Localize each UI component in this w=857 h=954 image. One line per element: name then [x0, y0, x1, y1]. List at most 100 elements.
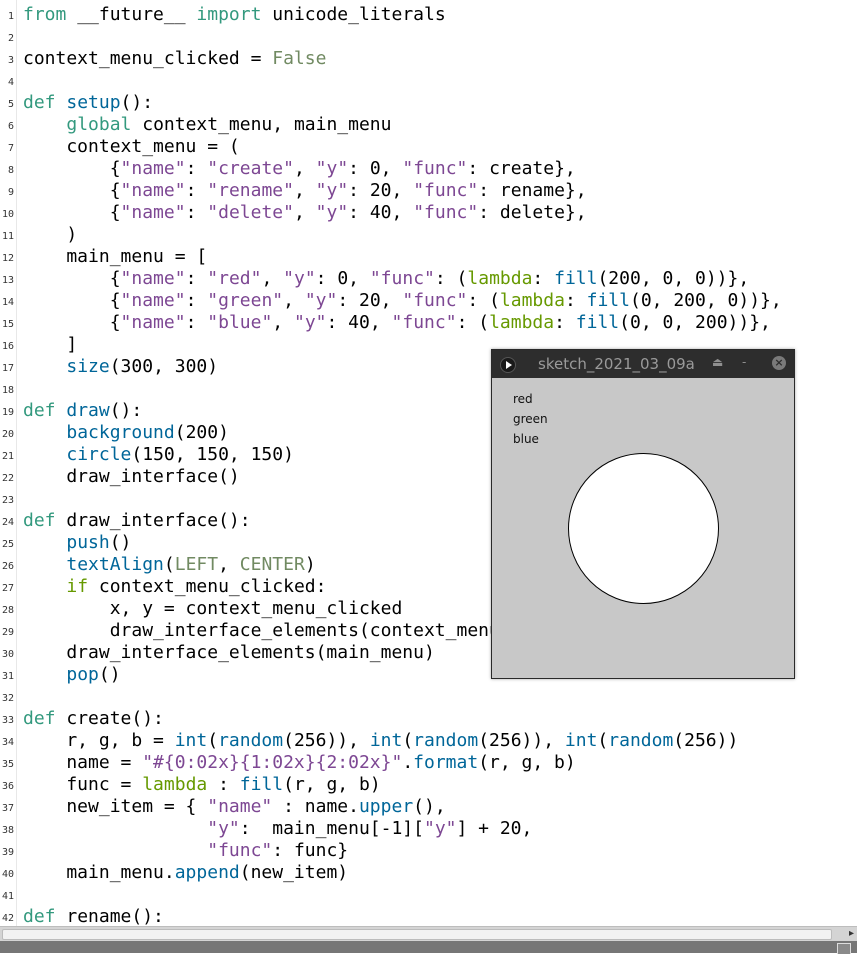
code-line[interactable]: 39 "func": func}	[0, 840, 857, 862]
code-token: {	[23, 158, 121, 179]
code-token: ()	[109, 532, 132, 553]
scroll-right-arrow-icon[interactable]: ▸	[848, 928, 854, 939]
code-text: global context_menu, main_menu	[23, 115, 391, 135]
line-number: 32	[1, 693, 14, 704]
code-token: False	[272, 48, 327, 69]
console-toggle-icon[interactable]	[837, 943, 851, 954]
code-token: (	[163, 554, 175, 575]
code-line[interactable]: 11 )	[0, 224, 857, 246]
code-token: "func"	[402, 158, 468, 179]
code-token: )	[304, 554, 316, 575]
code-line[interactable]: 2	[0, 26, 857, 48]
code-line[interactable]: 4	[0, 70, 857, 92]
line-number: 15	[1, 319, 14, 330]
play-icon[interactable]	[500, 357, 516, 373]
sketch-canvas[interactable]: red green blue	[492, 378, 794, 678]
shade-icon[interactable]: ⏏	[712, 355, 724, 369]
line-number: 27	[1, 583, 14, 594]
line-number: 40	[1, 869, 14, 880]
menu-item-red[interactable]: red	[513, 392, 533, 406]
code-token: ()	[98, 664, 121, 685]
sketch-window[interactable]: sketch_2021_03_09a ⏏ - × red green blue	[491, 349, 795, 679]
scrollbar-thumb[interactable]	[2, 929, 832, 940]
code-line[interactable]: 16 ]	[0, 334, 857, 356]
code-token: name =	[23, 752, 143, 773]
code-text: context_menu = (	[23, 137, 239, 157]
code-text: circle(150, 150, 150)	[23, 445, 294, 465]
code-line[interactable]: 18	[0, 378, 857, 400]
line-number: 20	[1, 429, 14, 440]
code-token: CENTER	[239, 554, 305, 575]
horizontal-scrollbar[interactable]: ▸	[0, 926, 857, 941]
line-number: 28	[1, 605, 14, 616]
code-token: : func}	[272, 840, 349, 861]
code-token: "y"	[304, 290, 338, 311]
code-token: (),	[413, 796, 446, 817]
code-line[interactable]: 26 textAlign(LEFT, CENTER)	[0, 554, 857, 576]
code-token: append	[174, 862, 240, 883]
code-line[interactable]: 30 draw_interface_elements(main_menu)	[0, 642, 857, 664]
code-line[interactable]: 13 {"name": "red", "y": 0, "func": (lamb…	[0, 268, 857, 290]
code-line[interactable]: 34 r, g, b = int(random(256)), int(rando…	[0, 730, 857, 752]
line-number: 22	[1, 473, 14, 484]
code-line[interactable]: 17 size(300, 300)	[0, 356, 857, 378]
code-line[interactable]: 6 global context_menu, main_menu	[0, 114, 857, 136]
code-line[interactable]: 37 new_item = { "name" : name.upper(),	[0, 796, 857, 818]
code-token: "name"	[120, 312, 186, 333]
sketch-titlebar[interactable]: sketch_2021_03_09a ⏏ - ×	[492, 350, 794, 378]
code-token: func =	[23, 774, 143, 795]
code-token: x, y = context_menu_clicked	[23, 598, 403, 619]
code-token: "y"	[207, 818, 240, 839]
code-token: (256)),	[283, 730, 370, 751]
code-token: "y"	[315, 202, 349, 223]
menu-item-blue[interactable]: blue	[513, 432, 539, 446]
code-token	[23, 576, 66, 597]
code-line[interactable]: 8 {"name": "create", "y": 0, "func": cre…	[0, 158, 857, 180]
code-token	[23, 114, 66, 135]
code-line[interactable]: 10 {"name": "delete", "y": 40, "func": d…	[0, 202, 857, 224]
code-line[interactable]: 36 func = lambda : fill(r, g, b)	[0, 774, 857, 796]
code-token: "name"	[120, 180, 186, 201]
code-line[interactable]: 25 push()	[0, 532, 857, 554]
code-line[interactable]: 21 circle(150, 150, 150)	[0, 444, 857, 466]
code-line[interactable]: 9 {"name": "rename", "y": 20, "func": re…	[0, 180, 857, 202]
code-token: (r, g, b)	[478, 752, 576, 773]
code-token: "func"	[207, 840, 273, 861]
code-line[interactable]: 12 main_menu = [	[0, 246, 857, 268]
code-line[interactable]: 40 main_menu.append(new_item)	[0, 862, 857, 884]
code-line[interactable]: 27 if context_menu_clicked:	[0, 576, 857, 598]
minimize-icon[interactable]: -	[742, 355, 747, 369]
line-number: 6	[7, 121, 14, 132]
line-number: 13	[1, 275, 14, 286]
code-token: context_menu, main_menu	[131, 114, 392, 135]
code-line[interactable]: 31 pop()	[0, 664, 857, 686]
close-icon[interactable]: ×	[772, 356, 786, 370]
code-text: name = "#{0:02x}{1:02x}{2:02x}".format(r…	[23, 752, 576, 773]
code-line[interactable]: 7 context_menu = (	[0, 136, 857, 158]
code-token: "func"	[402, 290, 468, 311]
code-token: if	[66, 576, 89, 597]
code-line[interactable]: 14 {"name": "green", "y": 20, "func": (l…	[0, 290, 857, 312]
code-text: def draw():	[23, 401, 142, 421]
menu-item-green[interactable]: green	[513, 412, 548, 426]
code-line[interactable]: 20 background(200)	[0, 422, 857, 444]
code-token: "y"	[315, 158, 349, 179]
code-line[interactable]: 22 draw_interface()	[0, 466, 857, 488]
code-token: {	[23, 290, 121, 311]
code-line[interactable]: 41	[0, 884, 857, 906]
code-line[interactable]: 35 name = "#{0:02x}{1:02x}{2:02x}".forma…	[0, 752, 857, 774]
code-token: :	[185, 158, 208, 179]
code-line[interactable]: 32	[0, 686, 857, 708]
code-line[interactable]: 23	[0, 488, 857, 510]
code-line[interactable]: 15 {"name": "blue", "y": 40, "func": (la…	[0, 312, 857, 334]
code-line[interactable]: 38 "y": main_menu[-1]["y"] + 20,	[0, 818, 857, 840]
code-line[interactable]: 28 x, y = context_menu_clicked	[0, 598, 857, 620]
code-token: format	[413, 752, 479, 773]
